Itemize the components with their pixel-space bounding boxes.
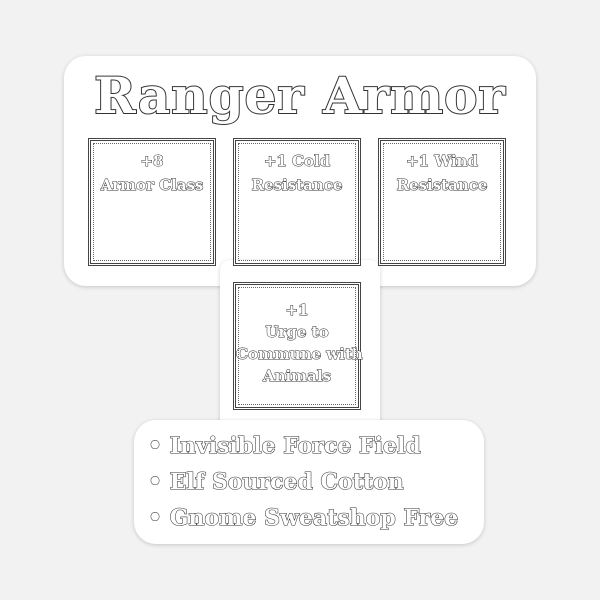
feature-item: • Invisible Force Field [147,432,421,459]
stat-line: +1 Wind [406,152,479,171]
stat-box-wind-resistance: +1 Wind Resistance [378,138,506,266]
stat-line: Commune with [236,345,364,364]
feature-item: • Elf Sourced Cotton [147,468,404,495]
stat-box-commune-animals: +1 Urge to Commune with Animals [233,282,364,410]
stat-line: Armor Class [100,176,204,195]
stat-line: Resistance [251,176,343,195]
stat-line: +8 [140,152,164,171]
page-title: Ranger Armor [93,65,506,126]
stat-line: +1 Cold [263,152,331,171]
stat-line: +1 [285,301,309,320]
feature-list: • Invisible Force Field • Elf Sourced Co… [147,428,459,536]
stat-line: Animals [263,367,332,386]
feature-item: • Gnome Sweatshop Free [147,504,459,531]
stat-box-cold-resistance: +1 Cold Resistance [233,138,361,266]
stat-line: Urge to [265,323,329,342]
sticker-background-top [64,56,536,286]
sticker-background-middle [220,260,380,430]
stat-box-armor-class: +8 Armor Class [88,138,216,266]
sticker-background-bottom [134,420,484,544]
stat-line: Resistance [396,176,488,195]
